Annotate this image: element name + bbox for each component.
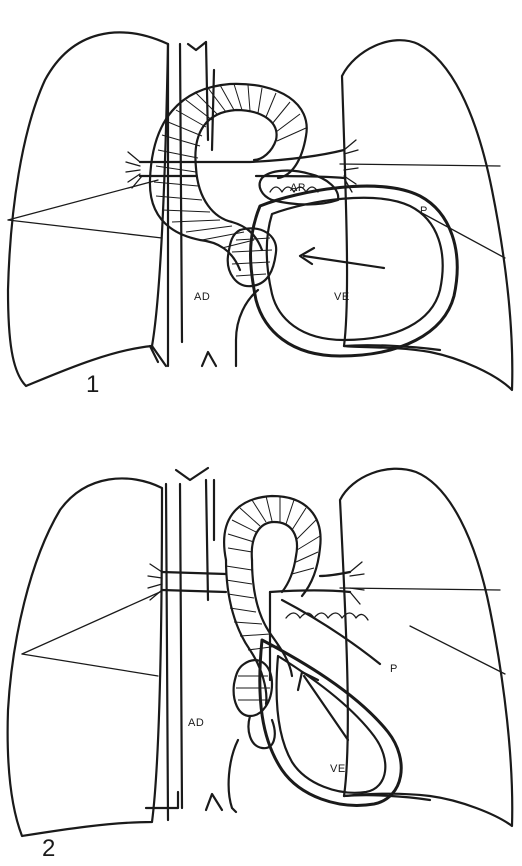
panel-1-right-lung-fissure-2 — [420, 212, 505, 258]
panel-2-pulmonary-artery-top — [162, 572, 350, 576]
panel-2-pulmonary-squiggle — [286, 613, 368, 620]
panel-2-right-lung — [340, 469, 512, 826]
panel-1-inferior-vessel — [236, 290, 258, 366]
panel-2: P VE AD 2 — [8, 468, 513, 861]
panel-2-label-p: P — [390, 663, 398, 675]
panel-2-number: 2 — [42, 835, 55, 861]
panel-2-left-lung-fissure — [22, 592, 160, 654]
panel-2-arch-hatching — [226, 496, 320, 650]
panel-1-pulmonary-artery-bottom — [140, 176, 344, 178]
panel-1: AP P VE AD 1 — [8, 32, 512, 398]
panel-2-label-ve: VE — [330, 763, 346, 775]
panel-2-trachea-notch — [176, 468, 208, 480]
panel-1-left-lung-fissure-2 — [8, 220, 162, 238]
panel-1-trachea-notch — [188, 42, 206, 50]
panel-1-trachea-line — [206, 42, 214, 150]
panel-1-arch-hatching — [154, 84, 306, 248]
panel-2-aortic-arch-outer — [224, 496, 320, 596]
panel-2-vena-cava — [166, 484, 168, 820]
panel-1-label-ve: VE — [334, 291, 350, 303]
panel-1-right-lung-fissure — [340, 164, 500, 166]
panel-2-aortic-arch-inner — [252, 522, 297, 592]
panel-2-right-lung-fissure-2 — [410, 626, 505, 674]
panel-1-pulmonary-artery-top — [140, 150, 344, 162]
panel-1-number: 1 — [86, 371, 99, 398]
panel-2-inferior-vessel — [229, 740, 238, 812]
panel-1-flow-arrow — [300, 248, 384, 268]
panel-2-label-ad: AD — [188, 717, 204, 729]
panel-2-right-hilum — [350, 562, 364, 604]
panel-2-left-lung-fissure-2 — [22, 654, 158, 676]
panel-2-bottom-left-bracket — [146, 792, 178, 808]
panel-1-aortic-arch-outer — [150, 84, 307, 180]
panel-1-label-ad: AD — [194, 291, 210, 303]
panel-2-pulmonary-artery-bottom — [162, 590, 350, 592]
panel-2-small-hook — [206, 794, 222, 810]
panel-1-inferior-vessel-2 — [150, 346, 166, 366]
panel-2-left-lung — [8, 478, 162, 836]
panel-2-pulmonary-trunk — [270, 592, 380, 680]
panel-1-vena-cava-right-wall — [180, 44, 182, 342]
panel-1-left-lung-fissure — [8, 180, 158, 220]
panel-1-left-ventricle-inner — [267, 198, 443, 340]
panel-1-left-lung — [8, 32, 168, 386]
panel-2-trachea-line — [206, 480, 214, 600]
panel-2-atrium-hatching — [236, 676, 270, 700]
panel-1-label-p: P — [420, 205, 428, 217]
panel-2-vena-cava-right-wall — [180, 484, 182, 808]
panel-2-flow-arrow — [298, 672, 348, 740]
panel-1-left-hilum — [126, 152, 142, 188]
panel-1-small-hook — [202, 352, 216, 366]
